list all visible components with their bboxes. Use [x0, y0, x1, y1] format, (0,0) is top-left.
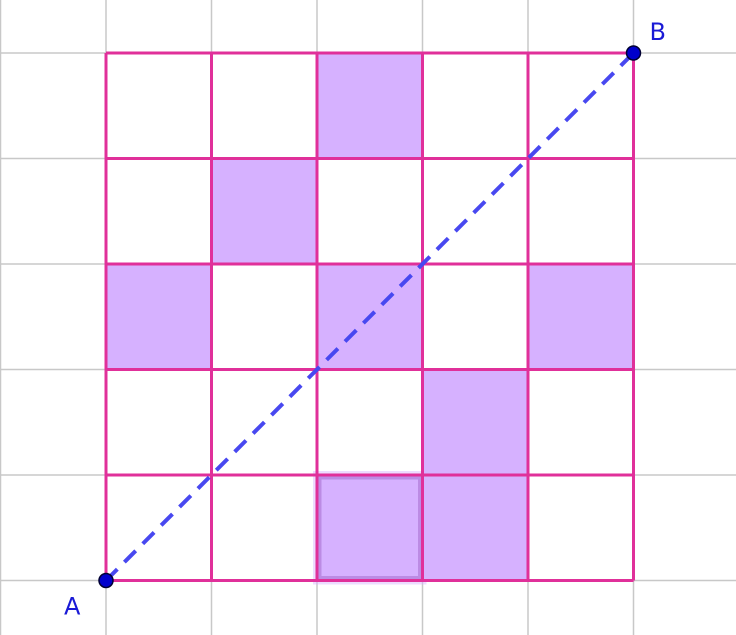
shaded-cell [211, 158, 317, 264]
point-a[interactable] [98, 572, 114, 589]
point-b-label: B [650, 18, 666, 46]
shaded-cell [106, 264, 212, 370]
point-a-label: A [64, 593, 81, 621]
shaded-cell [317, 475, 423, 581]
shaded-cell [422, 475, 528, 581]
point-b[interactable] [625, 45, 642, 61]
shaded-cell [317, 53, 423, 159]
square-grid [104, 51, 635, 582]
diagonal-segment-ab [104, 51, 635, 582]
shaded-cell [422, 369, 528, 475]
cell-highlight-border [318, 476, 421, 579]
shaded-cell [528, 264, 634, 370]
